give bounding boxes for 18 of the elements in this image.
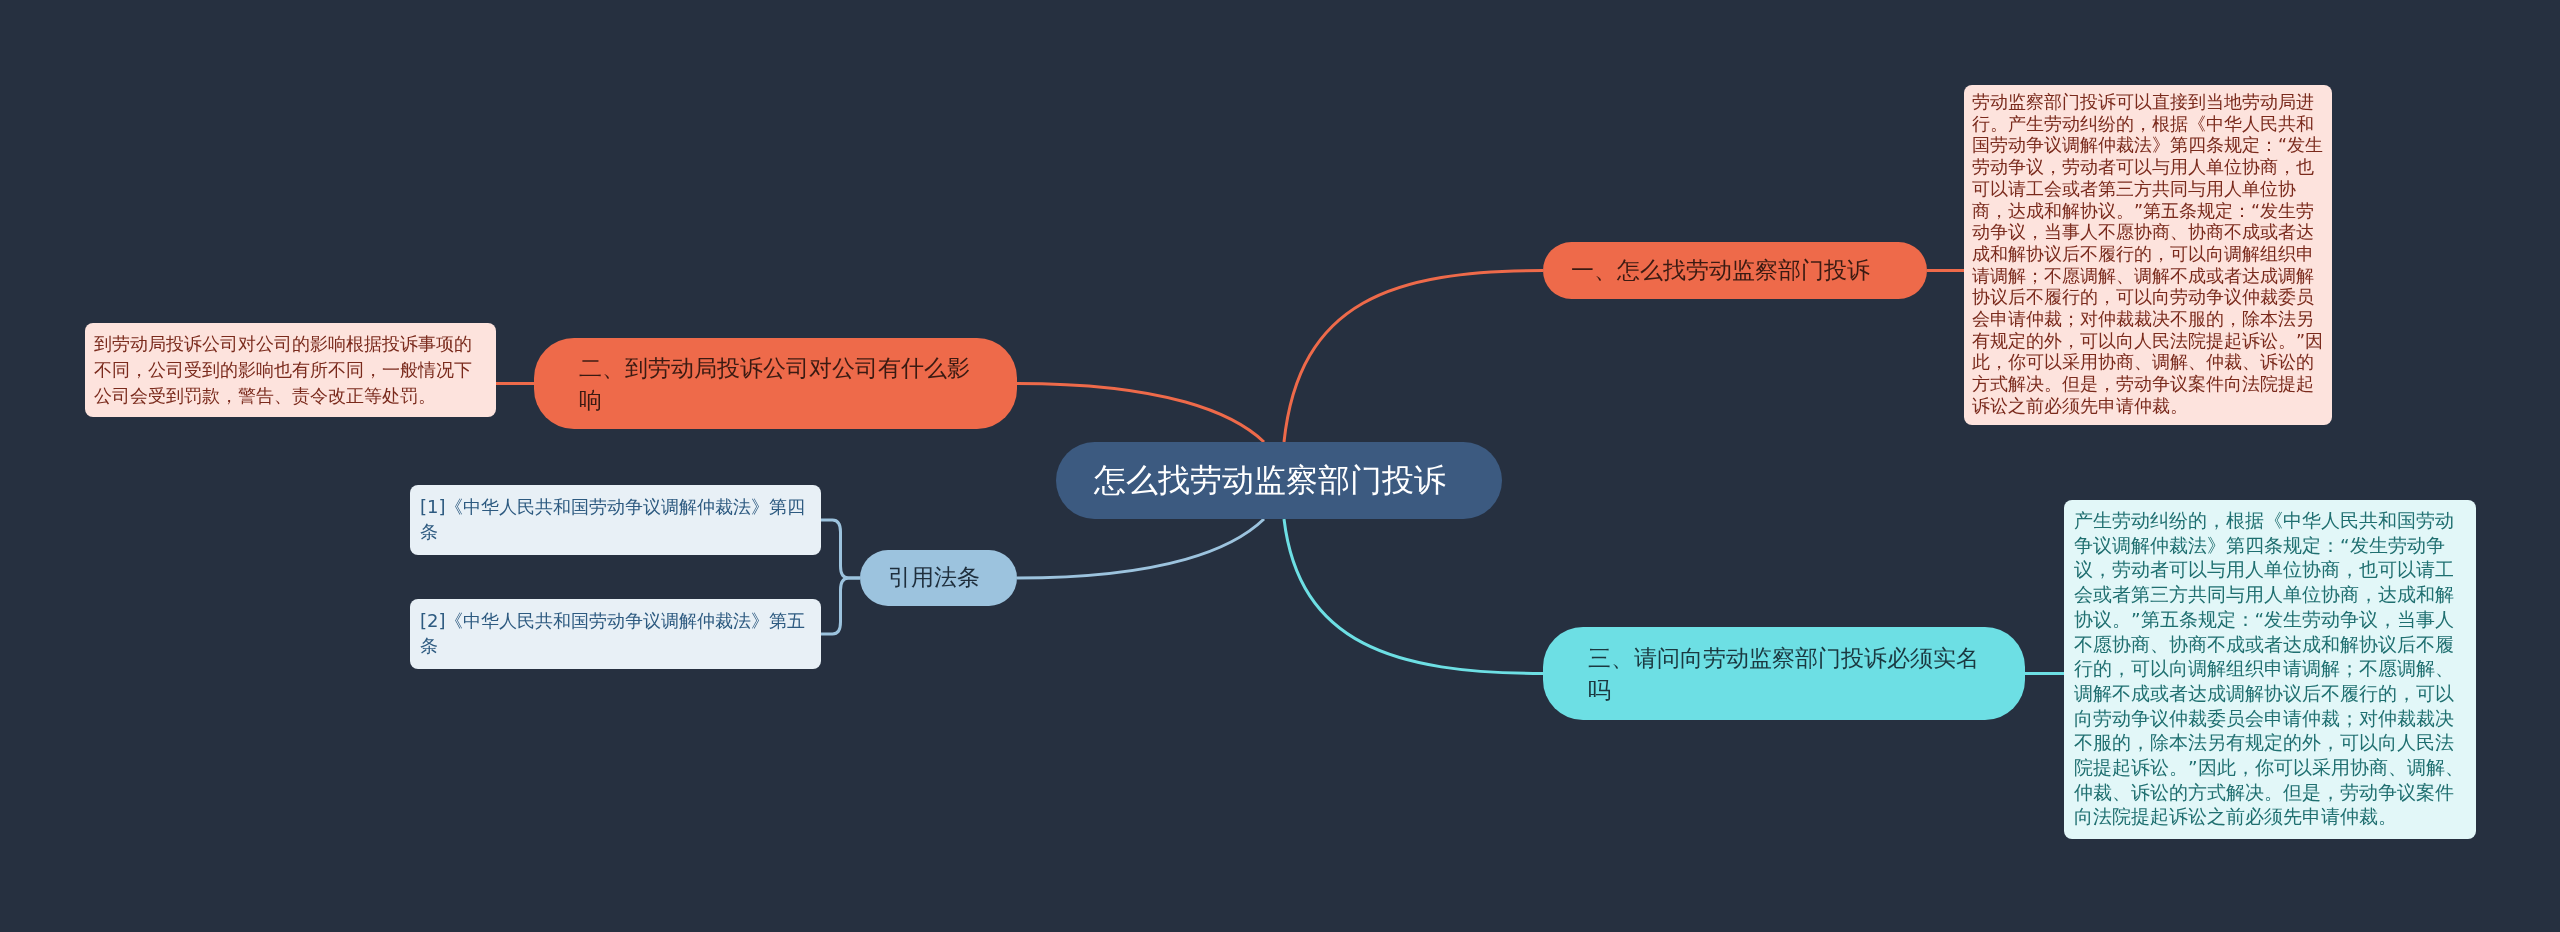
connector-line bbox=[1282, 518, 1544, 675]
connector-line bbox=[1927, 269, 1964, 272]
topic-pill: 引用法条 bbox=[860, 550, 1017, 606]
topic-pill: 一、怎么找劳动监察部门投诉 bbox=[1543, 242, 1927, 299]
connector-line bbox=[2025, 672, 2064, 675]
connector-line bbox=[1282, 269, 1544, 443]
central-topic-pill: 怎么找劳动监察部门投诉 bbox=[1056, 442, 1502, 519]
topic-pill: 三、请问向劳动监察部门投诉必须实名吗 bbox=[1543, 627, 2025, 720]
note-card: 产生劳动纠纷的，根据《中华人民共和国劳动争议调解仲裁法》第四条规定：“发生劳动争议，劳动者可以与用人单位协商，也可以请工会或者第三方共同与用人单位协商，达成和解协议。”第五条规定：“发生劳动争议，当事人不愿协商、协商不成或者达成和解协议后不履行的，可以向调解组织申请调解；不愿调解、调解不成或者达成调解协议后不履行的，可以向劳动争议仲裁委员会申请仲裁；对仲裁裁决不服的，除本法另有规定的外，可以向人民法院提起诉讼。”因此，你可以采用协商、调解、仲裁、诉讼的方式解决。但是，劳动争议案件向法院提起诉讼之前必须先申请仲裁。 bbox=[2064, 500, 2476, 840]
connector-line bbox=[1016, 382, 1265, 444]
note-card: 劳动监察部门投诉可以直接到当地劳动局进行。产生劳动纠纷的，根据《中华人民共和国劳动争议调解仲裁法》第四条规定：“发生劳动争议，劳动者可以与用人单位协商，也可以请工会或者第三方共同与用人单位协商，达成和解协议。”第五条规定：“发生劳动争议，当事人不愿协商、协商不成或者达成和解协议后不履行的，可以向调解组织申请调解；不愿调解、调解不成或者达成调解协议后不履行的，可以向劳动争议仲裁委员会申请仲裁；对仲裁裁决不服的，除本法另有规定的外，可以向人民法院提起诉讼。”因此，你可以采用协商、调解、仲裁、诉讼的方式解决。但是，劳动争议案件向法院提起诉讼之前必须先申请仲裁。 bbox=[1964, 85, 2332, 425]
topic-pill: 二、到劳动局投诉公司对公司有什么影响 bbox=[534, 338, 1017, 429]
citation-card: [2]《中华人民共和国劳动争议调解仲裁法》第五条 bbox=[410, 599, 821, 669]
connector-line bbox=[821, 576, 860, 636]
connector-line bbox=[1016, 517, 1265, 580]
connector-line bbox=[496, 382, 534, 385]
citation-card: [1]《中华人民共和国劳动争议调解仲裁法》第四条 bbox=[410, 485, 821, 555]
note-card: 到劳动局投诉公司对公司的影响根据投诉事项的不同，公司受到的影响也有所不同，一般情况下公司会受到罚款，警告、责令改正等处罚。 bbox=[85, 323, 496, 417]
